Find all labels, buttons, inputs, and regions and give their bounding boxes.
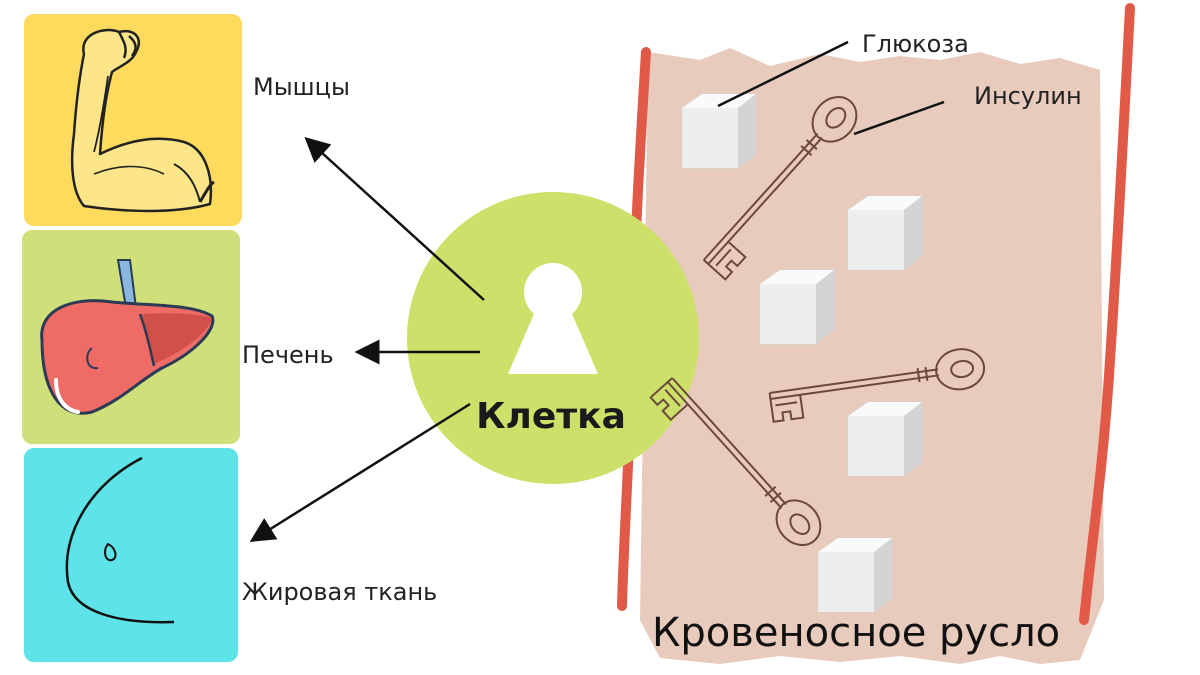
- liver-panel: [22, 230, 240, 444]
- glucose-pointer: [717, 40, 849, 108]
- fat-label: Жировая ткань: [242, 578, 438, 606]
- glucose-label: Глюкоза: [862, 30, 969, 58]
- fat-panel: [24, 448, 238, 662]
- glucose-cube: [847, 401, 923, 477]
- arrow-to-fat: [249, 402, 471, 542]
- arrow-to-muscle: [304, 136, 485, 301]
- cell-label: Клетка: [476, 396, 626, 437]
- flexed-arm-icon: [70, 28, 215, 213]
- bloodstream-label: Кровеносное русло: [652, 610, 1061, 656]
- muscle-panel: [24, 14, 242, 226]
- vessel-wall-right: [1079, 3, 1135, 625]
- glucose-cube: [759, 269, 835, 345]
- insulin-label: Инсулин: [974, 82, 1082, 110]
- belly-icon: [65, 456, 175, 624]
- keyhole-icon: [508, 263, 598, 374]
- liver-icon: [40, 259, 215, 415]
- muscle-label: Мышцы: [253, 73, 350, 101]
- liver-label: Печень: [242, 341, 334, 369]
- glucose-cube: [817, 537, 893, 613]
- glucose-cube: [847, 195, 923, 271]
- insulin-pointer: [853, 100, 945, 136]
